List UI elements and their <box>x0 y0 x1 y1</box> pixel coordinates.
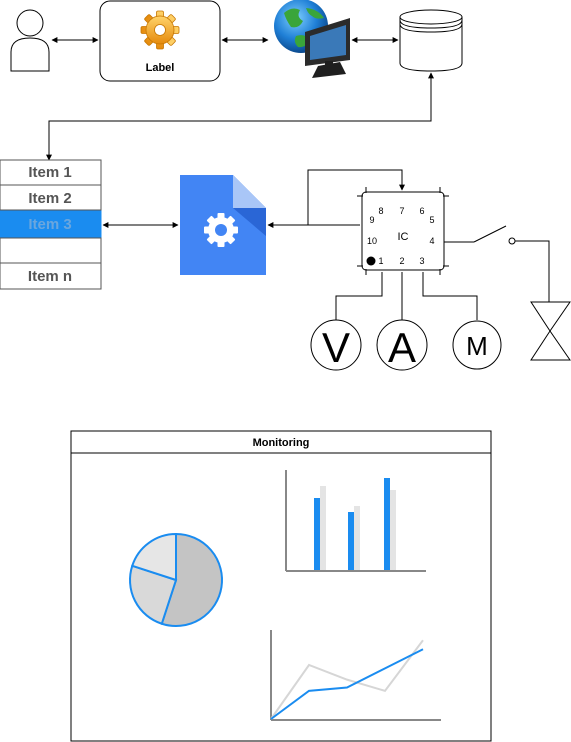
ic-pin-3: 3 <box>419 256 424 266</box>
pie-slice <box>129 564 178 626</box>
bar <box>390 490 396 570</box>
list-item[interactable] <box>0 237 102 264</box>
connector-ic-top <box>307 169 405 225</box>
ic-pin-5: 5 <box>429 215 434 225</box>
ammeter-label: A <box>388 324 416 371</box>
voltmeter-label: V <box>322 324 350 371</box>
list-item-n-label: Item n <box>28 268 72 285</box>
label-box[interactable]: Label <box>99 0 221 82</box>
document-gear-icon <box>180 175 266 275</box>
label-box-text: Label <box>146 62 175 74</box>
bar-chart <box>285 470 426 572</box>
ammeter: A <box>376 319 428 371</box>
ic-pin-4: 4 <box>429 236 434 246</box>
switch-icon <box>444 225 550 302</box>
valve-icon <box>530 301 571 361</box>
list-item[interactable]: Item 1 <box>0 159 102 186</box>
ic-pin-10: 10 <box>367 236 377 246</box>
bar <box>384 478 390 570</box>
line-chart <box>270 630 441 721</box>
list-item[interactable]: Item n <box>0 262 102 290</box>
pin1-dot <box>366 256 376 266</box>
ic-pin-8: 8 <box>378 206 383 216</box>
pie-slice <box>130 532 177 582</box>
list-item-selected[interactable]: Item 3 <box>0 210 102 239</box>
list-item-2-label: Item 2 <box>28 190 71 207</box>
item-list: Item 1 Item 2 Item 3 Item n <box>0 159 102 290</box>
computer-icon <box>274 0 350 78</box>
user-icon <box>10 9 50 72</box>
line-series <box>270 648 424 720</box>
motor-label: M <box>466 331 488 361</box>
bar <box>314 498 320 570</box>
connector-ic-voltmeter <box>335 272 383 320</box>
gear-icon <box>140 10 180 50</box>
ic-pin-1: 1 <box>378 256 383 266</box>
ic-pin-9: 9 <box>369 215 374 225</box>
motor: M <box>452 320 502 370</box>
connector-ic-motor <box>422 272 478 320</box>
bar <box>354 506 360 570</box>
list-item[interactable]: Item 2 <box>0 184 102 211</box>
connector-database-list <box>46 72 434 161</box>
ic-pin-2: 2 <box>399 256 404 266</box>
list-item-1-label: Item 1 <box>28 164 71 181</box>
database-icon <box>399 9 463 72</box>
ic-chip: IC 1 2 3 4 5 6 7 8 9 10 <box>357 187 449 275</box>
ic-pin-7: 7 <box>399 206 404 216</box>
bar <box>348 512 354 570</box>
ic-label: IC <box>398 231 409 243</box>
line-series <box>270 639 424 720</box>
pie-chart <box>129 532 223 627</box>
voltmeter: V <box>310 319 362 371</box>
monitoring-title: Monitoring <box>253 437 310 449</box>
bar <box>320 486 326 570</box>
ic-pin-6: 6 <box>419 206 424 216</box>
list-item-3-label: Item 3 <box>28 216 71 233</box>
